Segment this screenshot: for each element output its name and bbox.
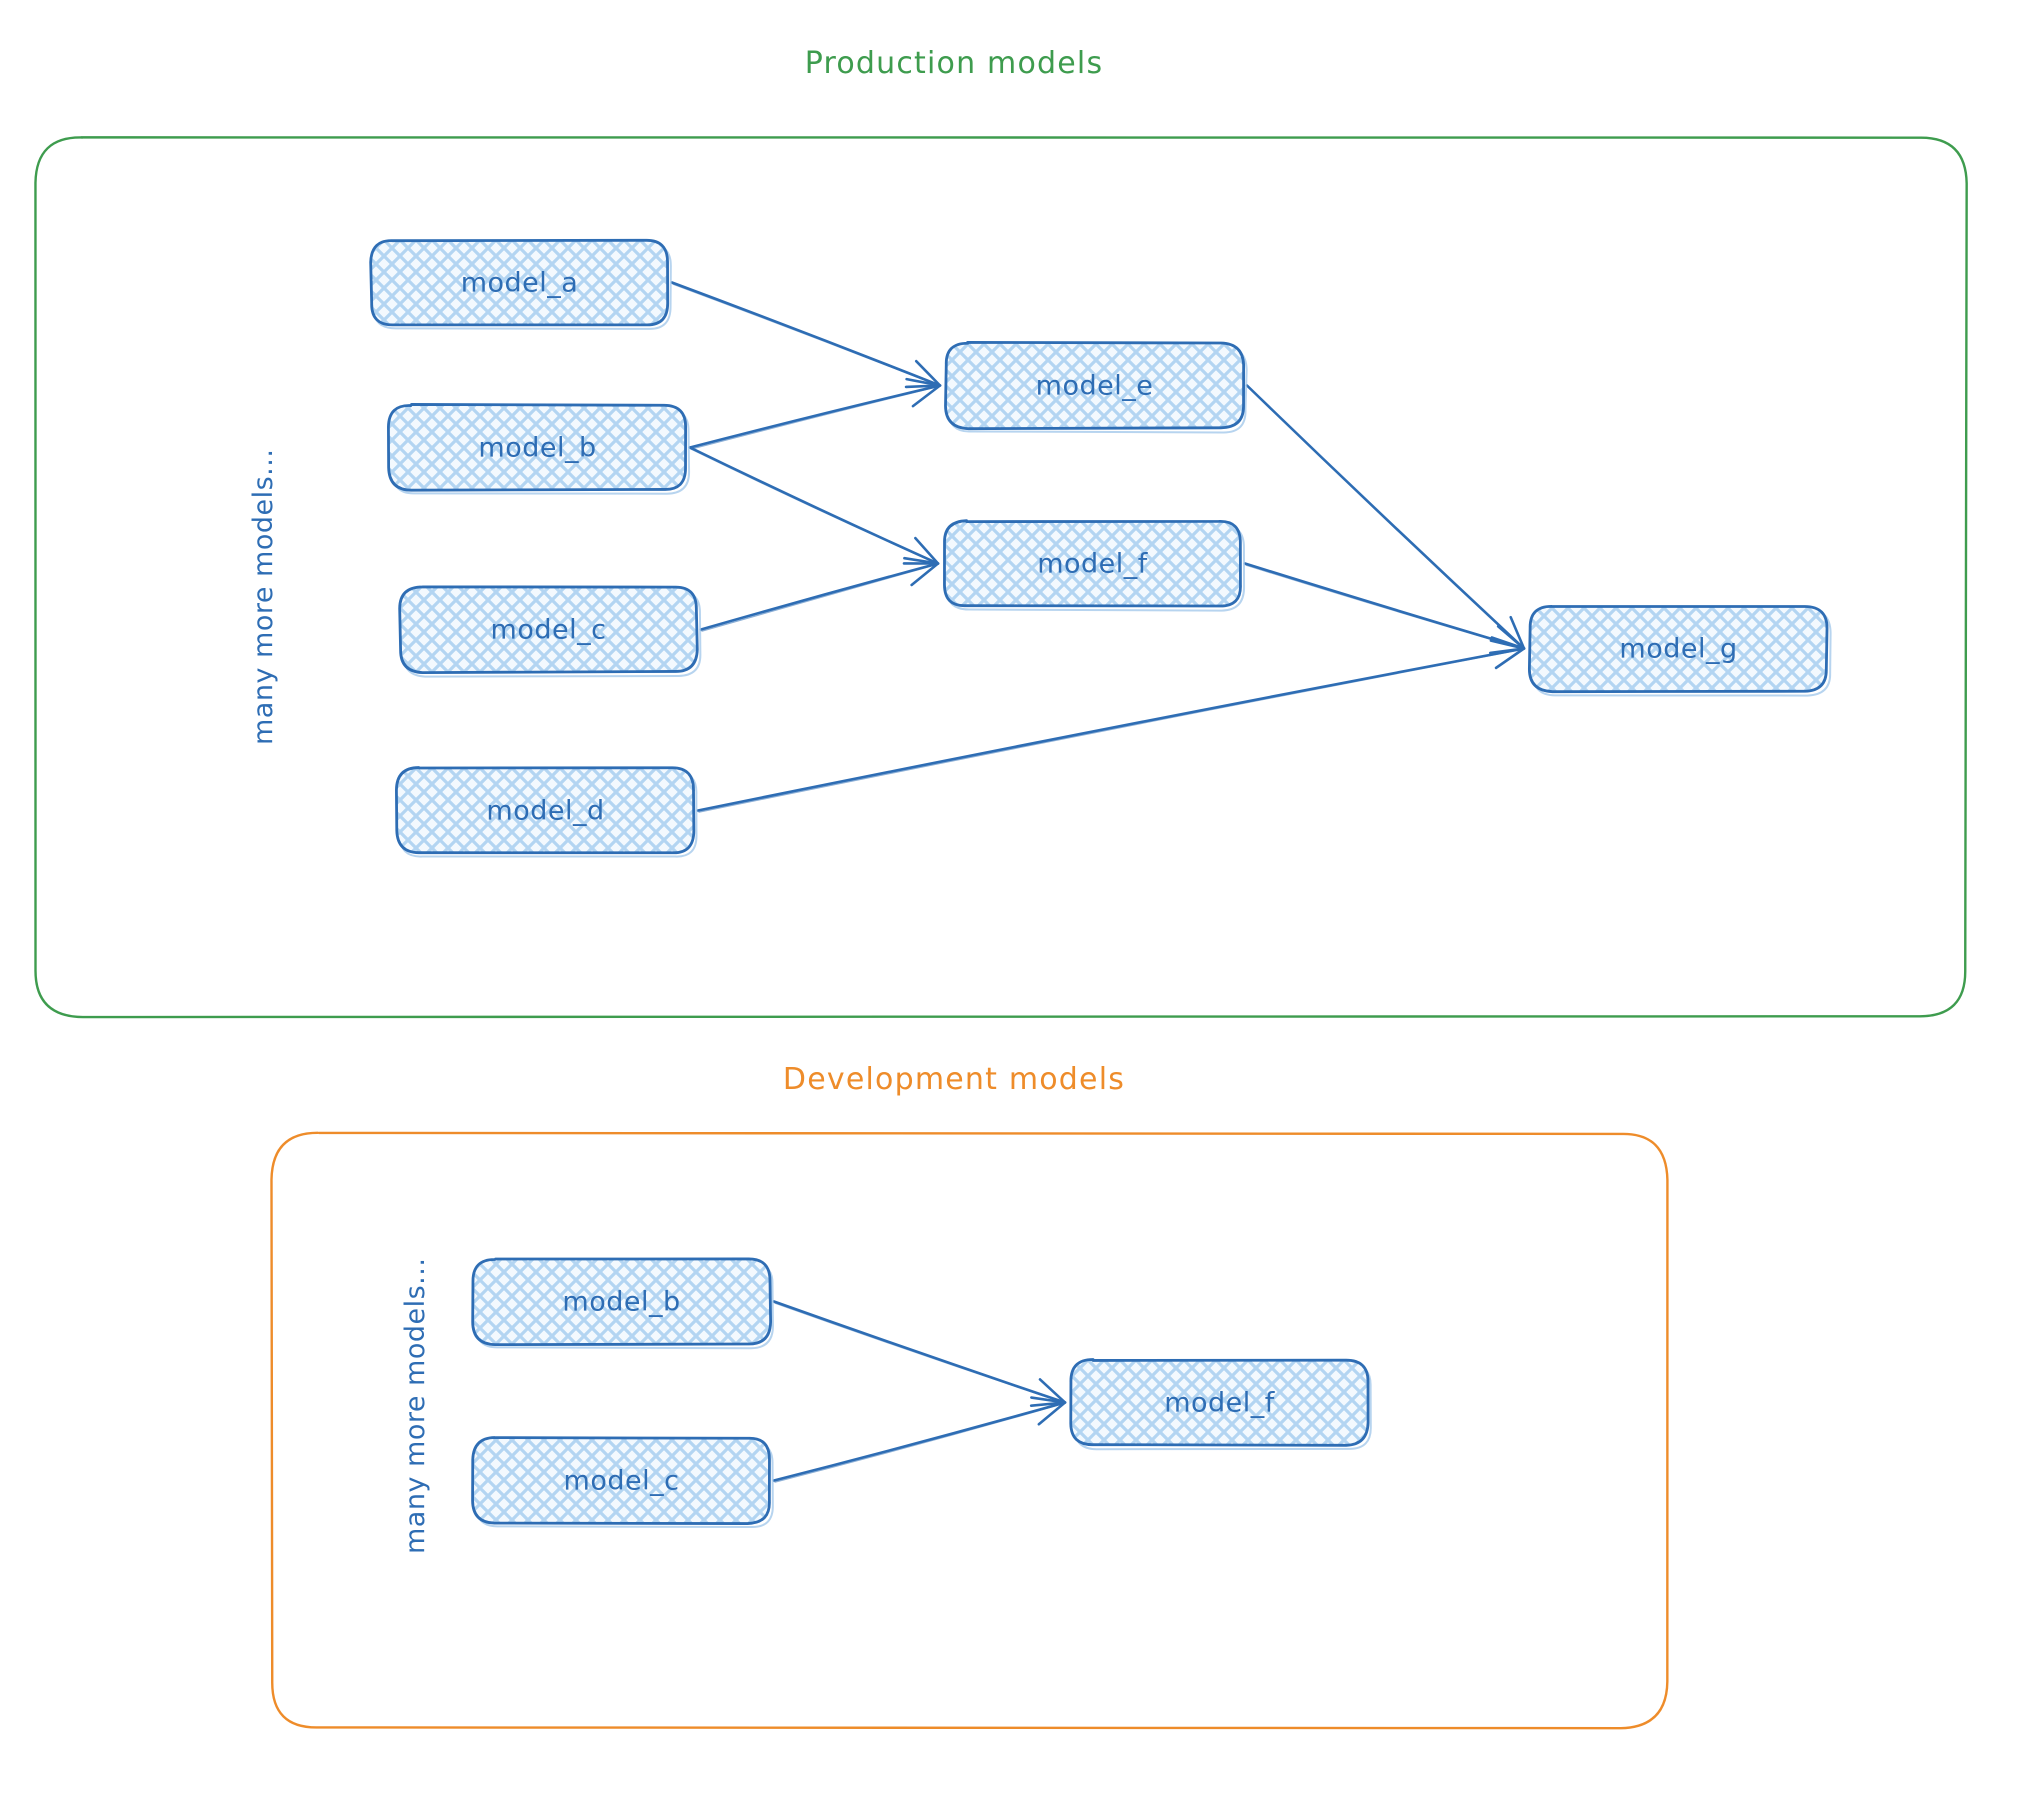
model-node-model_g[interactable] bbox=[1527, 604, 1832, 697]
edge-model_b-to-model_e bbox=[688, 377, 942, 450]
model-node-shape bbox=[943, 519, 1242, 608]
model-node-dev_model_f[interactable] bbox=[1069, 1358, 1372, 1451]
arrowhead-icon bbox=[905, 377, 942, 408]
edge-model_d-to-model_g bbox=[696, 639, 1526, 813]
model-node-shape bbox=[395, 766, 696, 855]
model-node-model_c[interactable] bbox=[398, 585, 702, 678]
environment-title-production: Production models bbox=[804, 46, 1104, 81]
environment-container-production bbox=[34, 136, 1968, 1019]
model-node-shape bbox=[471, 1436, 771, 1525]
model-node-model_b[interactable] bbox=[387, 403, 691, 495]
model-node-shape bbox=[369, 238, 670, 327]
arrowhead-icon bbox=[903, 556, 940, 587]
edge-dev_model_c-to-dev_model_f bbox=[772, 1396, 1067, 1483]
many-more-models-note-development: many more models... bbox=[400, 1257, 431, 1554]
arrowhead-icon bbox=[1030, 1396, 1067, 1426]
environment-container-development bbox=[270, 1131, 1669, 1730]
model-node-model_e[interactable] bbox=[944, 341, 1248, 434]
model-node-shape bbox=[471, 1257, 773, 1347]
model-node-shape bbox=[944, 341, 1246, 431]
model-node-model_a[interactable] bbox=[369, 238, 672, 330]
model-node-shape bbox=[1069, 1358, 1370, 1447]
model-node-model_d[interactable] bbox=[395, 766, 698, 858]
environment-title-development: Development models bbox=[782, 1062, 1126, 1097]
model-node-dev_model_b[interactable] bbox=[471, 1257, 774, 1350]
model-node-dev_model_c[interactable] bbox=[471, 1436, 774, 1528]
model-node-shape bbox=[398, 585, 699, 675]
model-node-model_f[interactable] bbox=[943, 519, 1246, 612]
many-more-models-note-production: many more models... bbox=[248, 448, 279, 745]
edge-model_c-to-model_f bbox=[699, 556, 940, 632]
model-node-shape bbox=[387, 403, 687, 492]
model-node-shape bbox=[1527, 604, 1829, 694]
arrowhead-icon bbox=[1489, 639, 1526, 670]
